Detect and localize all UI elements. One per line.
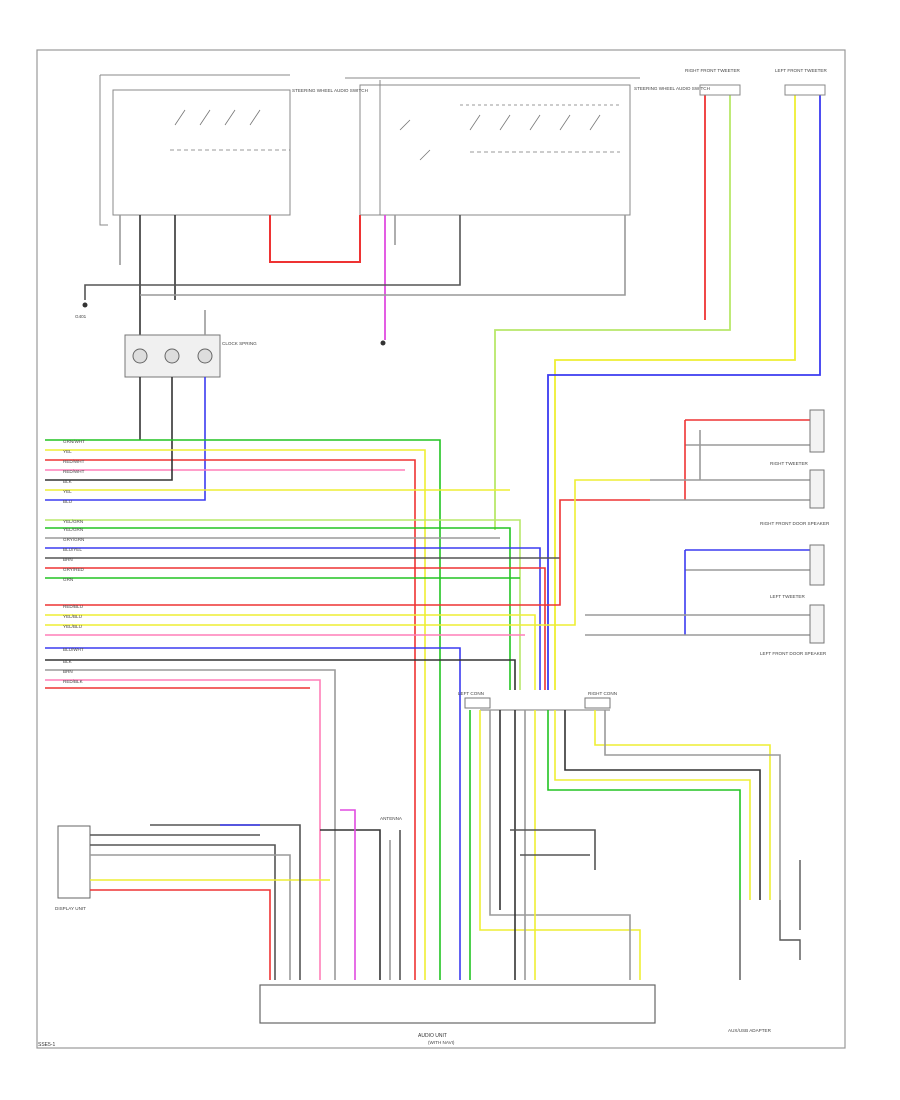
usb-adapter-label: AUX/USB ADAPTER	[728, 1028, 772, 1033]
wire-label: BRN	[63, 557, 73, 562]
tweeter-top-wires	[494, 84, 826, 690]
wire-label: RED/BLU	[63, 604, 83, 609]
wire-label: RED/WHT	[63, 459, 85, 464]
wire-label: RED/WHT	[63, 469, 85, 474]
ground-terminal	[82, 302, 88, 308]
display-unit-wires	[90, 809, 401, 980]
steering-switch2-label: STEERING WHEEL AUDIO SWITCH	[634, 86, 710, 91]
right-speaker-wires	[585, 419, 810, 636]
right-tweeter-label: RIGHT TWEETER	[770, 461, 809, 466]
wire-label: GRN	[63, 577, 73, 582]
wire-label: BRN	[63, 669, 73, 674]
wire-label: GRY/RED	[63, 567, 85, 572]
diagram-border	[36, 49, 846, 1049]
clock-spring-label: CLOCK SPRING	[222, 341, 257, 346]
wire-label: YEL/GRN	[63, 527, 83, 532]
wire-label: BLU/WHT	[63, 647, 84, 652]
audio-unit-box	[259, 984, 656, 1024]
left-front-door-speaker-label: LEFT FRONT DOOR SPEAKER	[760, 651, 827, 656]
switch-drop-wires	[84, 215, 626, 345]
right-front-door-speaker-label: RIGHT FRONT DOOR SPEAKER	[760, 521, 830, 526]
left-connector-label: LEFT CONN	[458, 691, 484, 696]
steering-switch-block	[99, 74, 640, 226]
wire-label: YEL	[63, 489, 72, 494]
right-front-tweeter-label: RIGHT FRONT TWEETER	[685, 68, 741, 73]
clock-spring-pin-3	[197, 348, 213, 364]
right-connector-label: RIGHT CONN	[588, 691, 617, 696]
wire-label: BLU/YEL	[63, 547, 82, 552]
wire-label: YEL/BLU	[63, 614, 82, 619]
left-front-tweeter-label: LEFT FRONT TWEETER	[775, 68, 827, 73]
wire-label: BLK	[63, 659, 73, 664]
middle-connectors	[464, 697, 611, 711]
antenna-label: ANTENNA	[380, 816, 403, 821]
wire-label: BLK	[63, 479, 73, 484]
audio-unit-label: AUDIO UNIT	[418, 1033, 447, 1039]
wire-label: BLU	[63, 499, 72, 504]
clock-spring-pin-2	[164, 348, 180, 364]
wire-label: GRY/GRN	[63, 537, 84, 542]
right-speakers	[809, 409, 825, 644]
ground-label: G401	[75, 314, 87, 319]
clock-spring-pin-1	[132, 348, 148, 364]
clock-spring-wires	[45, 310, 206, 501]
display-unit-label: DISPLAY UNIT	[55, 906, 86, 911]
wire-label: GRN/WHT	[63, 439, 85, 444]
wire-label: YEL	[63, 449, 72, 454]
wire-label: YEL/GRN	[63, 519, 83, 524]
lower-wires	[469, 710, 781, 980]
wire-label: YEL/BLU	[63, 624, 82, 629]
ground-terminal-2	[380, 340, 386, 346]
left-wire-labels: GRN/WHT YEL RED/WHT RED/WHT BLK YEL BLU …	[63, 439, 85, 684]
page-code: SSE5-1	[38, 1042, 56, 1048]
display-unit-box	[57, 825, 91, 899]
main-harness	[45, 439, 650, 980]
steering-switch-internals	[170, 104, 620, 161]
audio-unit-sublabel: (WITH NAVI)	[428, 1040, 455, 1045]
steering-switch-label: STEERING WHEEL AUDIO SWITCH	[292, 88, 368, 93]
wire-label: RED/BLK	[63, 679, 84, 684]
left-tweeter-label: LEFT TWEETER	[770, 594, 805, 599]
usb-adapter-wires	[739, 860, 801, 980]
